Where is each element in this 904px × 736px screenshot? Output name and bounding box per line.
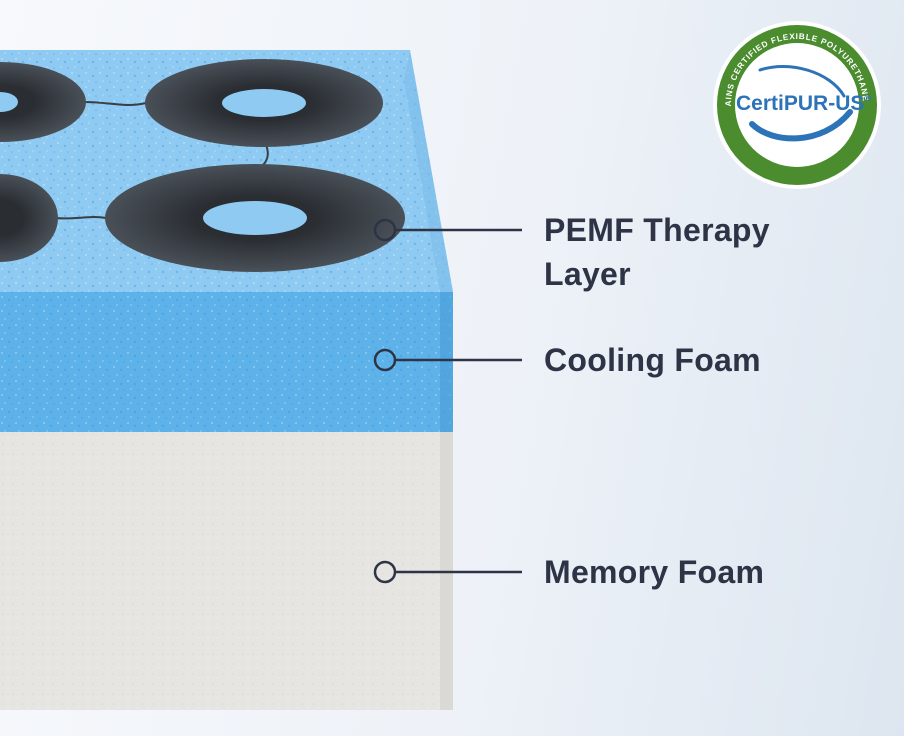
- memory-foam-layer: [0, 432, 453, 710]
- coil-icon: [0, 174, 58, 262]
- label-cooling-foam: Cooling Foam: [544, 342, 761, 378]
- cooling-foam-layer: [0, 292, 453, 432]
- leader-line-memory: [373, 560, 522, 584]
- coil-icon: [105, 164, 405, 272]
- seal-brand-suffix: PUR-US: [784, 92, 865, 115]
- seal-brand-prefix: Certi: [736, 92, 784, 115]
- label-memory-foam: Memory Foam: [544, 554, 765, 590]
- coil-icon: [0, 62, 86, 142]
- leader-line-pemf: [373, 218, 522, 242]
- coil-icon: [145, 59, 383, 147]
- label-pemf-therapy-layer: PEMF Therapy Layer: [544, 212, 770, 292]
- svg-text:CertiPUR-US®: CertiPUR-US®: [736, 92, 871, 115]
- leader-line-cooling: [373, 348, 522, 372]
- seal-registered-mark: ®: [864, 93, 871, 103]
